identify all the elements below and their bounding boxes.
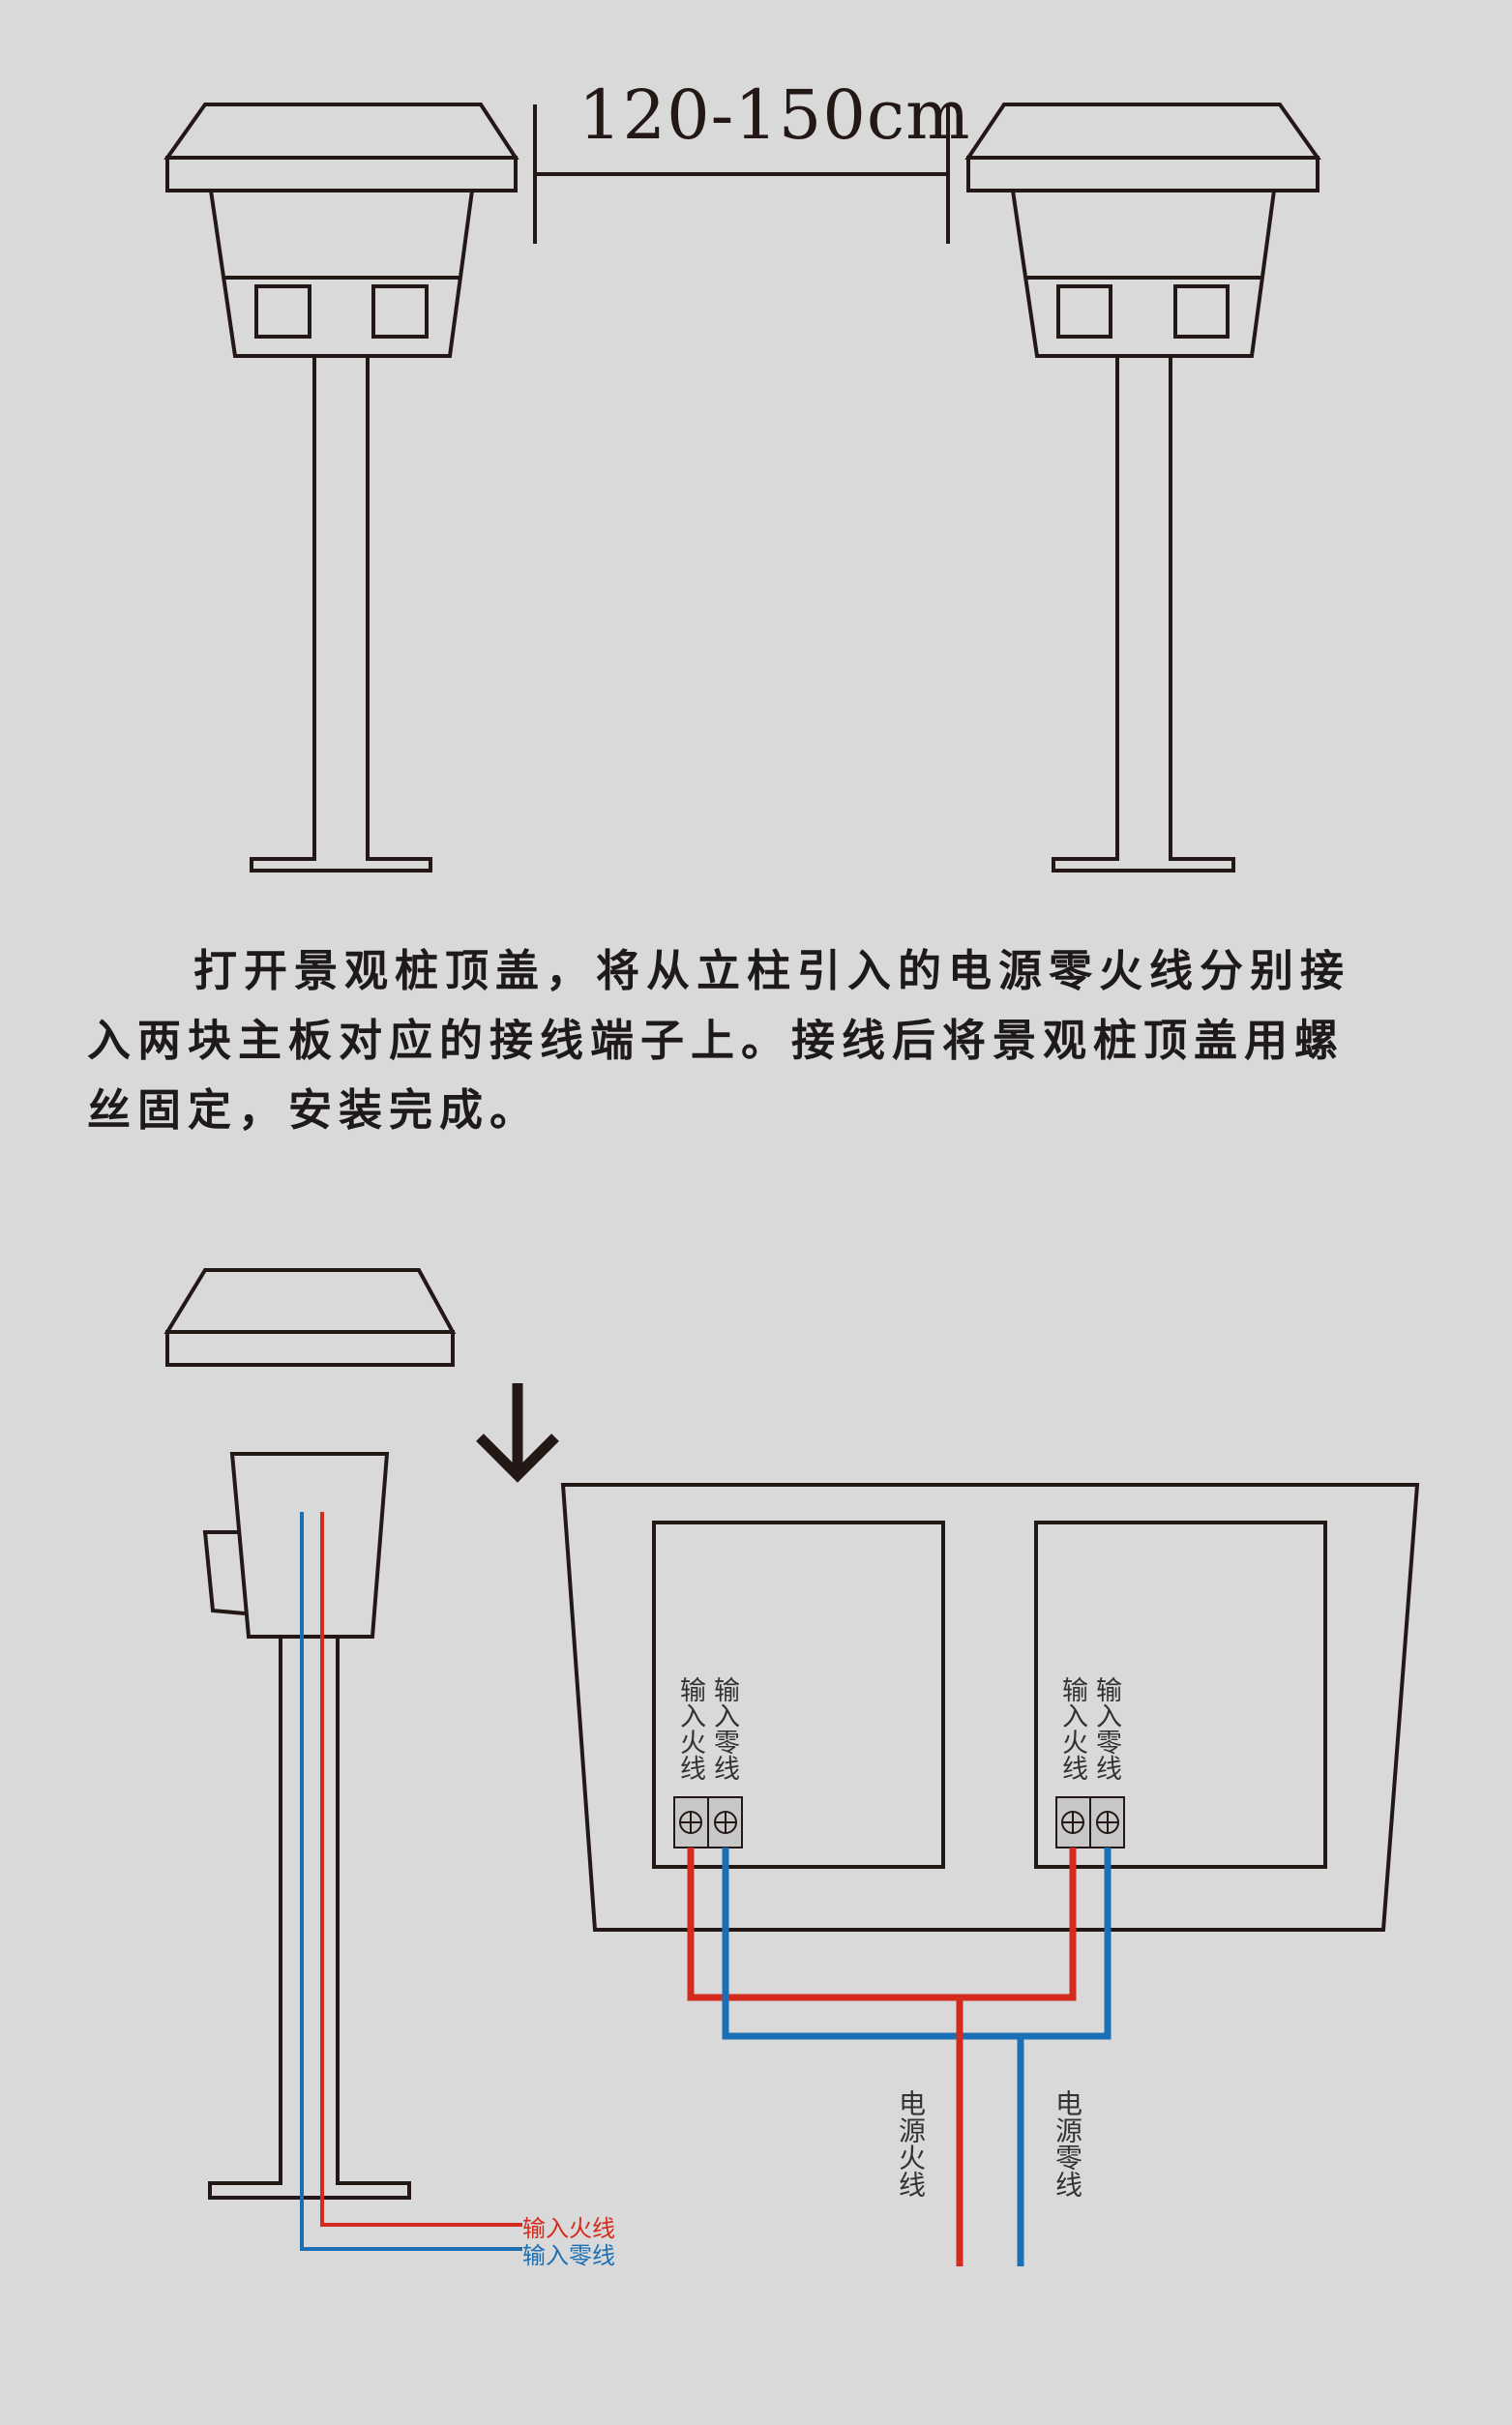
- right-lamp-window-1: [1056, 284, 1112, 339]
- board2-neutral-label: 输入零线: [1091, 1676, 1121, 1781]
- pole-neutral-wire: [300, 1512, 522, 2251]
- power-fire-label: 电源火线: [895, 2089, 927, 2198]
- board1-fire-label: 输入火线: [675, 1676, 705, 1781]
- side-view-head: [229, 1452, 390, 1639]
- board2-fire-label: 输入火线: [1057, 1676, 1087, 1781]
- right-lamp-post: [964, 103, 1321, 872]
- left-lamp-pole: [250, 356, 432, 872]
- instruction-text: 打开景观桩顶盖，将从立柱引入的电源零火线分别接 入两块主板对应的接线端子上。接线…: [87, 936, 1441, 1145]
- instruction-line-3: 丝固定，安装完成。: [87, 1084, 541, 1136]
- removed-cap: [163, 1268, 457, 1367]
- terminal-block-2: [1055, 1796, 1125, 1848]
- pole-fire-label: 输入火线: [522, 2215, 615, 2242]
- left-lamp-head: [208, 189, 475, 358]
- left-lamp-window-2: [371, 284, 429, 339]
- right-lamp-window-2: [1173, 284, 1230, 339]
- removed-cap-base: [165, 1330, 455, 1367]
- distance-label: 120-150cm: [578, 75, 971, 155]
- board1-neutral-label: 输入零线: [709, 1676, 739, 1781]
- neutral-bus-wire: [722, 1848, 1112, 2040]
- right-lamp-pole: [1052, 356, 1235, 872]
- left-lamp-cap-base: [165, 156, 518, 192]
- pole-neutral-label: 输入零线: [522, 2242, 615, 2269]
- instruction-line-1: 打开景观桩顶盖，将从立柱引入的电源零火线分别接: [193, 945, 1351, 996]
- power-neutral-label: 电源零线: [1052, 2089, 1083, 2198]
- removed-cap-top: [163, 1268, 457, 1334]
- left-lamp-window-1: [254, 284, 311, 339]
- power-wiring: [687, 1848, 1112, 2266]
- right-lamp-cap-base: [966, 156, 1319, 192]
- enlarged-head: [560, 1483, 1420, 1932]
- right-lamp-head: [1010, 189, 1277, 358]
- fire-bus-wire: [687, 1848, 1077, 2001]
- side-view-post: [202, 1452, 411, 2200]
- side-view-pole: [208, 1637, 411, 2200]
- left-lamp-cap: [163, 103, 519, 160]
- instruction-line-2: 入两块主板对应的接线端子上。接线后将景观桩顶盖用螺: [87, 1015, 1346, 1066]
- terminal-block-1: [673, 1796, 743, 1848]
- side-view-bracket: [202, 1530, 246, 1615]
- main-board-2: [1034, 1521, 1327, 1869]
- right-lamp-cap: [964, 103, 1321, 160]
- distance-dimension: [533, 104, 950, 244]
- main-board-1: [652, 1521, 945, 1869]
- pole-fire-wire: [320, 1512, 522, 2227]
- enlarged-head-outline: [560, 1483, 1420, 1932]
- left-lamp-post: [163, 103, 519, 872]
- down-arrow-icon: [476, 1383, 559, 1483]
- pole-wires: [300, 1512, 522, 2251]
